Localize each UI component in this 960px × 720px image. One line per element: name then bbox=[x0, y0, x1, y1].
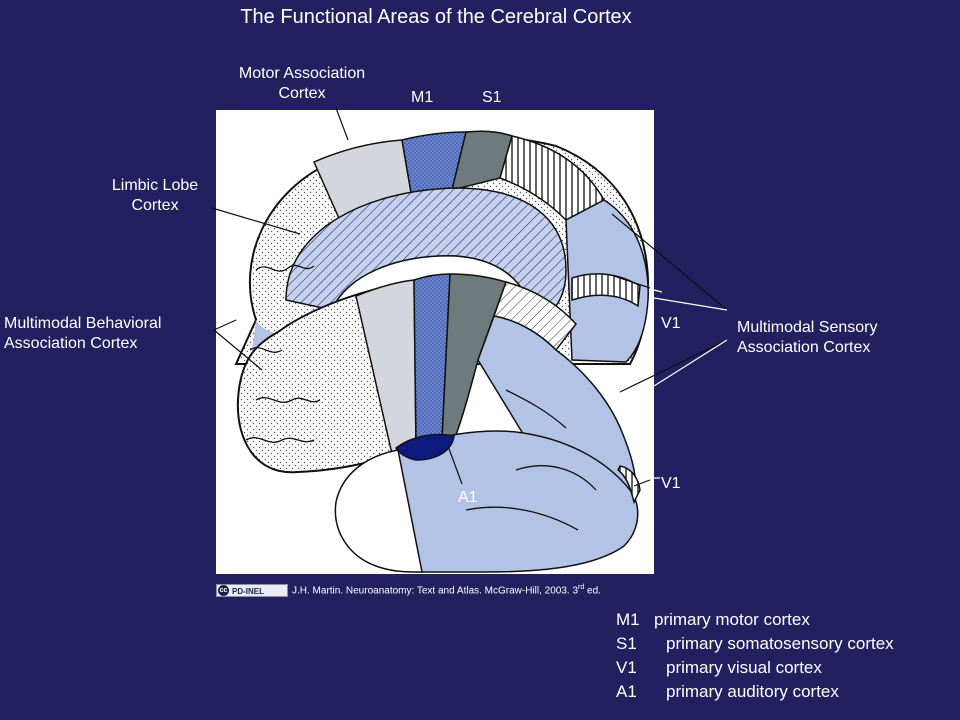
label-line: Cortex bbox=[278, 85, 326, 102]
label-motor-association-cortex: Motor Association Cortex bbox=[212, 64, 392, 104]
label-line: Motor Association bbox=[238, 65, 366, 82]
label-multimodal-sensory-association-cortex: Multimodal Sensory Association Cortex bbox=[737, 318, 878, 358]
abbreviation-legend: M1 primary motor cortex S1 primary somatos… bbox=[616, 608, 960, 704]
label-m1-top: M1 bbox=[411, 89, 434, 106]
label-v1-upper: V1 bbox=[661, 315, 681, 332]
legend-abbr: M1 bbox=[616, 610, 640, 629]
license-badge-text: PD-INEL bbox=[232, 587, 264, 597]
label-line: Limbic Lobe bbox=[111, 177, 199, 194]
page-title: The Functional Areas of the Cerebral Cor… bbox=[240, 6, 632, 28]
legend-desc: primary auditory cortex bbox=[666, 682, 839, 701]
brain-illustration bbox=[234, 130, 650, 573]
legend-abbr: S1 bbox=[616, 634, 637, 653]
legend-row-s1: S1 primary somatosensory cortex bbox=[616, 632, 960, 656]
legend-row-m1: M1 primary motor cortex bbox=[616, 608, 960, 632]
legend-row-a1: A1 primary auditory cortex bbox=[616, 680, 960, 704]
legend-desc: primary visual cortex bbox=[666, 658, 822, 677]
label-line: Multimodal Behavioral bbox=[4, 315, 162, 332]
citation-superscript: rd bbox=[578, 584, 585, 591]
legend-desc: primary motor cortex bbox=[654, 610, 810, 629]
label-line: Association Cortex bbox=[4, 335, 138, 352]
label-s1-top: S1 bbox=[482, 89, 502, 106]
label-line: Association Cortex bbox=[737, 339, 871, 356]
citation-suffix: ed. bbox=[584, 585, 601, 597]
legend-abbr: A1 bbox=[616, 682, 637, 701]
creative-commons-icon: cc bbox=[218, 585, 229, 597]
legend-desc: primary somatosensory cortex bbox=[666, 634, 894, 653]
label-v1-lower: V1 bbox=[661, 475, 681, 492]
label-a1: A1 bbox=[458, 489, 478, 506]
legend-row-v1: V1 primary visual cortex bbox=[616, 656, 960, 680]
legend-abbr: V1 bbox=[616, 658, 637, 677]
citation-text: J.H. Martin. Neuroanatomy: Text and Atla… bbox=[292, 585, 579, 597]
label-line: Cortex bbox=[131, 197, 179, 214]
brain-figure-panel: A1 bbox=[216, 110, 654, 574]
label-limbic-lobe-cortex: Limbic Lobe Cortex bbox=[90, 176, 220, 216]
label-multimodal-behavioral-association-cortex: Multimodal Behavioral Association Cortex bbox=[4, 314, 161, 354]
label-line: Multimodal Sensory bbox=[737, 319, 878, 336]
